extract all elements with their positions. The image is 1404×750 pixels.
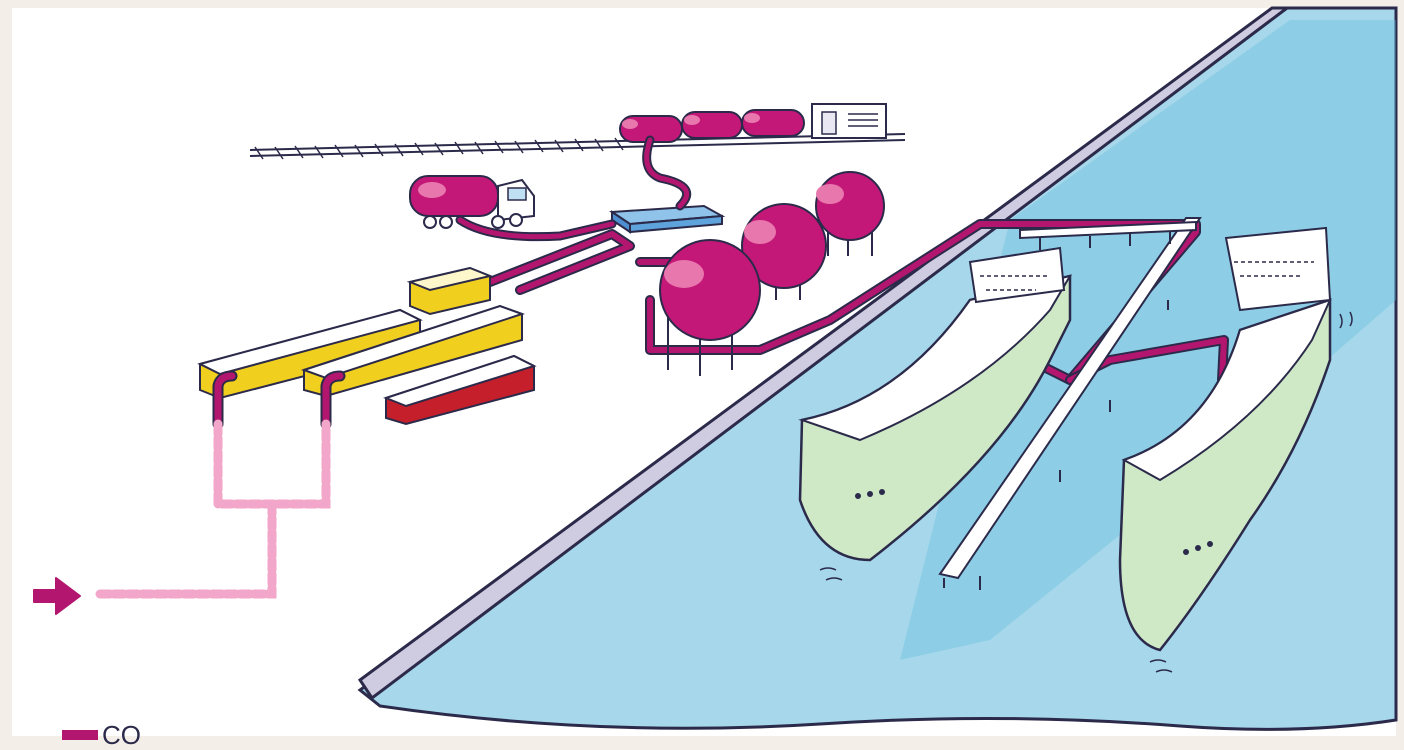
water-ripples [819, 311, 1353, 673]
legend-swatch [62, 730, 98, 740]
storage-buildings [197, 266, 537, 426]
feed-pipeline [91, 370, 346, 599]
railway-track [249, 133, 906, 160]
water-highlight [900, 20, 1396, 660]
train-icon [619, 103, 887, 143]
ship-icon [1118, 226, 1332, 652]
arrow-right-icon [33, 577, 81, 615]
valve-station [608, 204, 726, 234]
truck-icon [409, 175, 535, 229]
jetty [938, 217, 1202, 590]
legend-label: CO [102, 720, 141, 750]
spherical-tank-icon [659, 171, 885, 376]
ship-icon [798, 246, 1073, 562]
